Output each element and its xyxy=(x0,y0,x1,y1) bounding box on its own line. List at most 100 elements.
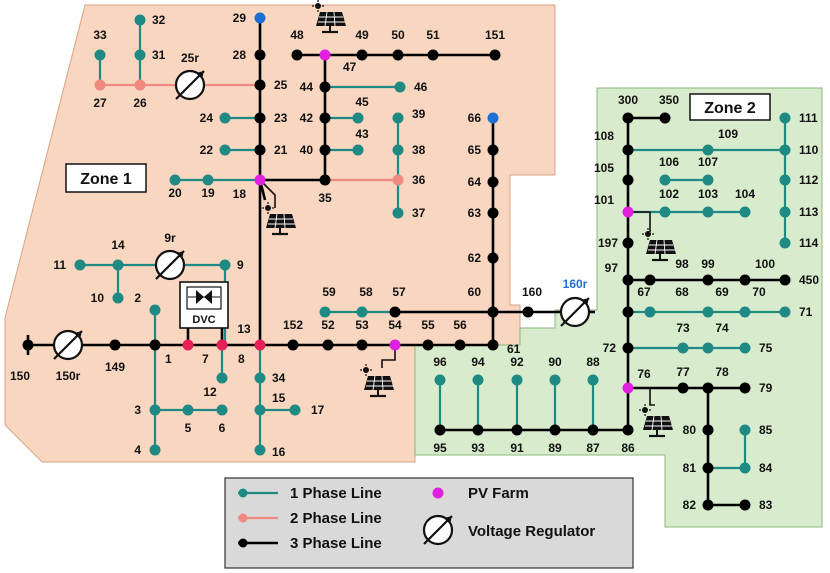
bus-label-46: 46 xyxy=(414,80,428,94)
bus-label-3: 3 xyxy=(134,403,141,417)
bus-label-85: 85 xyxy=(759,423,773,437)
bus-node-39 xyxy=(392,112,404,124)
bus-node-34 xyxy=(254,372,266,384)
bus-label-96: 96 xyxy=(433,355,447,369)
bus-node-23 xyxy=(254,112,266,124)
bus-node-150 xyxy=(22,339,34,351)
bus-node-24 xyxy=(219,112,231,124)
bus-node-59 xyxy=(319,306,331,318)
bus-label-149: 149 xyxy=(105,360,125,374)
bus-node-31 xyxy=(134,49,146,61)
bus-node-73 xyxy=(677,342,689,354)
bus-node-17 xyxy=(289,404,301,416)
bus-node-64 xyxy=(487,176,499,188)
bus-node-109 xyxy=(702,144,714,156)
bus-label-93: 93 xyxy=(471,441,485,455)
bus-node-66 xyxy=(487,112,499,124)
bus-node-5 xyxy=(182,404,194,416)
bus-node-92 xyxy=(511,374,523,386)
bus-node-300 xyxy=(622,112,634,124)
bus-node-25 xyxy=(254,79,266,91)
bus-node-56 xyxy=(454,339,466,351)
bus-label-35: 35 xyxy=(318,191,332,205)
bus-label-37: 37 xyxy=(412,206,426,220)
bus-node-19 xyxy=(202,174,214,186)
bus-label-56: 56 xyxy=(453,318,467,332)
bus-label-31: 31 xyxy=(152,48,166,62)
bus-label-55: 55 xyxy=(421,318,435,332)
bus-label-43: 43 xyxy=(355,127,369,141)
bus-node-10 xyxy=(112,292,124,304)
bus-node-16 xyxy=(254,444,266,456)
legend-one-phase: 1 Phase Line xyxy=(290,485,382,502)
bus-label-60: 60 xyxy=(468,285,482,299)
bus-label-50: 50 xyxy=(391,28,405,42)
legend-pv-dot xyxy=(432,487,444,499)
bus-label-450: 450 xyxy=(799,273,819,287)
bus-label-90: 90 xyxy=(548,355,562,369)
bus-node-350 xyxy=(659,112,671,124)
bus-label-27: 27 xyxy=(93,96,107,110)
bus-label-150: 150 xyxy=(10,369,30,383)
bus-label-70: 70 xyxy=(752,285,766,299)
bus-label-17: 17 xyxy=(311,403,325,417)
bus-node-44 xyxy=(319,81,331,93)
bus-node-63 xyxy=(487,207,499,219)
regulator-9r-label: 9r xyxy=(164,231,176,245)
zone-2-label: Zone 2 xyxy=(704,100,756,117)
bus-node-33 xyxy=(94,49,106,61)
bus-label-47: 47 xyxy=(343,60,357,74)
bus-label-86: 86 xyxy=(621,441,635,455)
bus-node-2 xyxy=(149,304,161,316)
bus-label-24: 24 xyxy=(200,111,214,125)
bus-node-96 xyxy=(434,374,446,386)
bus-node-69 xyxy=(702,306,714,318)
bus-node-93 xyxy=(472,424,484,436)
bus-label-76: 76 xyxy=(637,367,651,381)
bus-node-62 xyxy=(487,252,499,264)
bus-node-98 xyxy=(644,274,656,286)
bus-node-82 xyxy=(702,499,714,511)
bus-node-151 xyxy=(489,49,501,61)
bus-node-67 xyxy=(622,306,634,318)
bus-label-52: 52 xyxy=(321,318,335,332)
bus-node-68 xyxy=(644,306,656,318)
bus-node-108 xyxy=(622,144,634,156)
bus-label-79: 79 xyxy=(759,381,773,395)
bus-node-83 xyxy=(739,499,751,511)
bus-node-76 xyxy=(622,382,634,394)
bus-label-12: 12 xyxy=(203,385,217,399)
regulator-25r xyxy=(174,69,206,101)
bus-node-9 xyxy=(219,259,231,271)
bus-label-106: 106 xyxy=(659,155,679,169)
bus-node-22 xyxy=(219,144,231,156)
bus-node-149 xyxy=(109,339,121,351)
bus-label-160: 160 xyxy=(522,285,542,299)
bus-label-89: 89 xyxy=(548,441,562,455)
bus-node-94 xyxy=(472,374,484,386)
bus-node-89 xyxy=(549,424,561,436)
bus-node-79 xyxy=(739,382,751,394)
bus-label-38: 38 xyxy=(412,143,426,157)
bus-node-55 xyxy=(422,339,434,351)
bus-node-7 xyxy=(182,339,194,351)
bus-node-52 xyxy=(322,339,334,351)
bus-label-94: 94 xyxy=(471,355,485,369)
bus-label-1: 1 xyxy=(165,352,172,366)
bus-node-21 xyxy=(254,144,266,156)
bus-node-105 xyxy=(622,174,634,186)
bus-node-53 xyxy=(356,339,368,351)
bus-label-73: 73 xyxy=(676,321,690,335)
bus-node-28 xyxy=(254,49,266,61)
zone-2-label-box xyxy=(689,93,771,121)
bus-node-102 xyxy=(659,206,671,218)
bus-node-26 xyxy=(134,79,146,91)
legend-two-phase: 2 Phase Line xyxy=(290,510,382,527)
bus-node-57 xyxy=(389,306,401,318)
bus-label-69: 69 xyxy=(715,285,729,299)
bus-label-95: 95 xyxy=(433,441,447,455)
bus-label-84: 84 xyxy=(759,461,773,475)
bus-label-98: 98 xyxy=(675,257,689,271)
bus-label-15: 15 xyxy=(272,391,286,405)
bus-node-45 xyxy=(352,112,364,124)
